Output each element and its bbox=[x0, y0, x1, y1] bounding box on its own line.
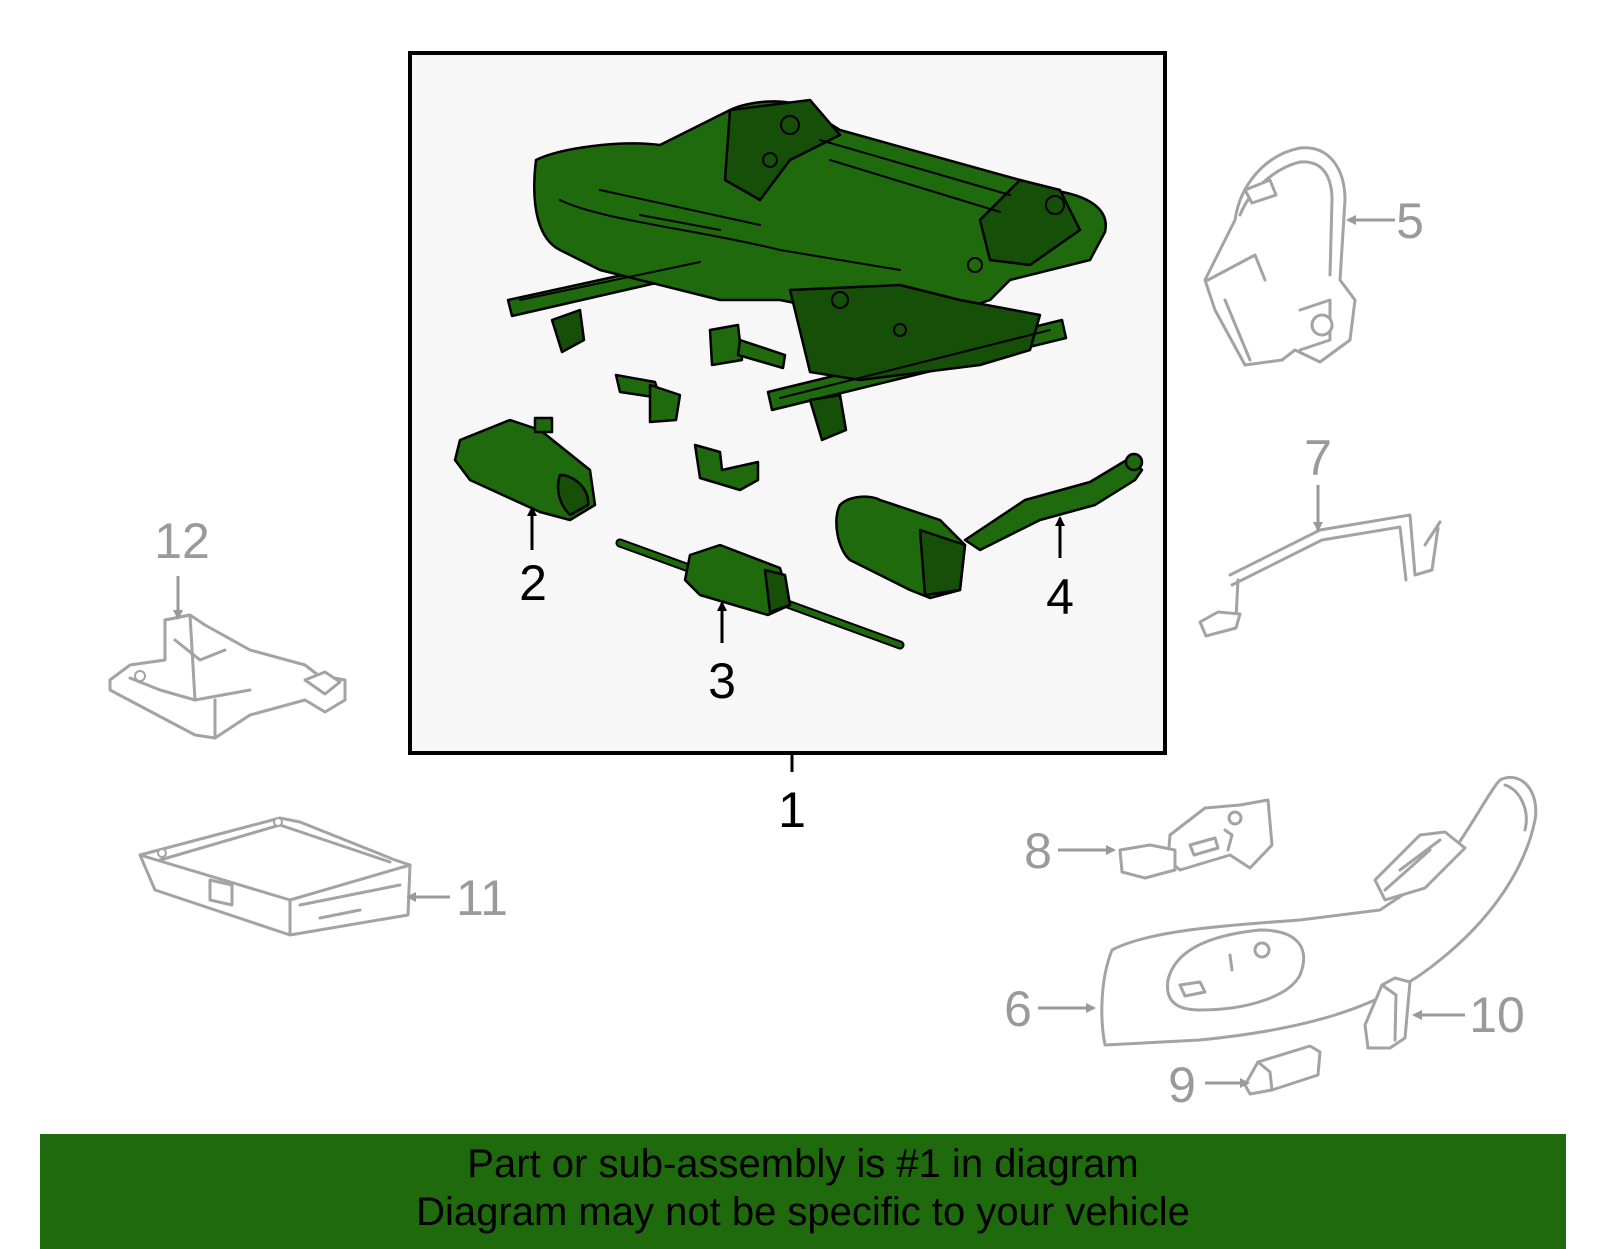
small-bracket-parts bbox=[614, 323, 787, 492]
seat-frame-assembly bbox=[506, 98, 1107, 442]
motor-part-4 bbox=[835, 452, 1144, 600]
banner-line-1: Part or sub-assembly is #1 in diagram bbox=[467, 1142, 1139, 1186]
wire-harness-part-7 bbox=[1198, 513, 1442, 638]
motor-part-2 bbox=[453, 416, 597, 522]
banner-line-2: Diagram may not be specific to your vehi… bbox=[416, 1190, 1190, 1234]
callout-7: 7 bbox=[1304, 430, 1332, 486]
control-module-part-11 bbox=[138, 816, 412, 937]
callout-2: 2 bbox=[519, 555, 547, 611]
callout-3: 3 bbox=[708, 653, 736, 709]
drive-cable-part-3 bbox=[615, 538, 905, 650]
knob-part-10 bbox=[1363, 976, 1412, 1050]
trim-cover-part-5 bbox=[1203, 146, 1357, 367]
knob-part-9 bbox=[1243, 1044, 1322, 1096]
callout-12: 12 bbox=[154, 513, 210, 569]
info-banner: Part or sub-assembly is #1 in diagram Di… bbox=[40, 1134, 1566, 1249]
callout-1: 1 bbox=[778, 782, 806, 838]
callout-10: 10 bbox=[1469, 987, 1525, 1043]
side-shield-part-6 bbox=[1100, 775, 1538, 1047]
callout-8: 8 bbox=[1024, 823, 1052, 879]
callout-9: 9 bbox=[1168, 1057, 1196, 1113]
callout-11: 11 bbox=[456, 870, 508, 926]
callout-6: 6 bbox=[1004, 981, 1032, 1037]
callout-5: 5 bbox=[1396, 193, 1424, 249]
bracket-part-12 bbox=[108, 613, 347, 740]
switch-bracket-part-8 bbox=[1118, 798, 1274, 880]
callout-4: 4 bbox=[1046, 569, 1074, 625]
